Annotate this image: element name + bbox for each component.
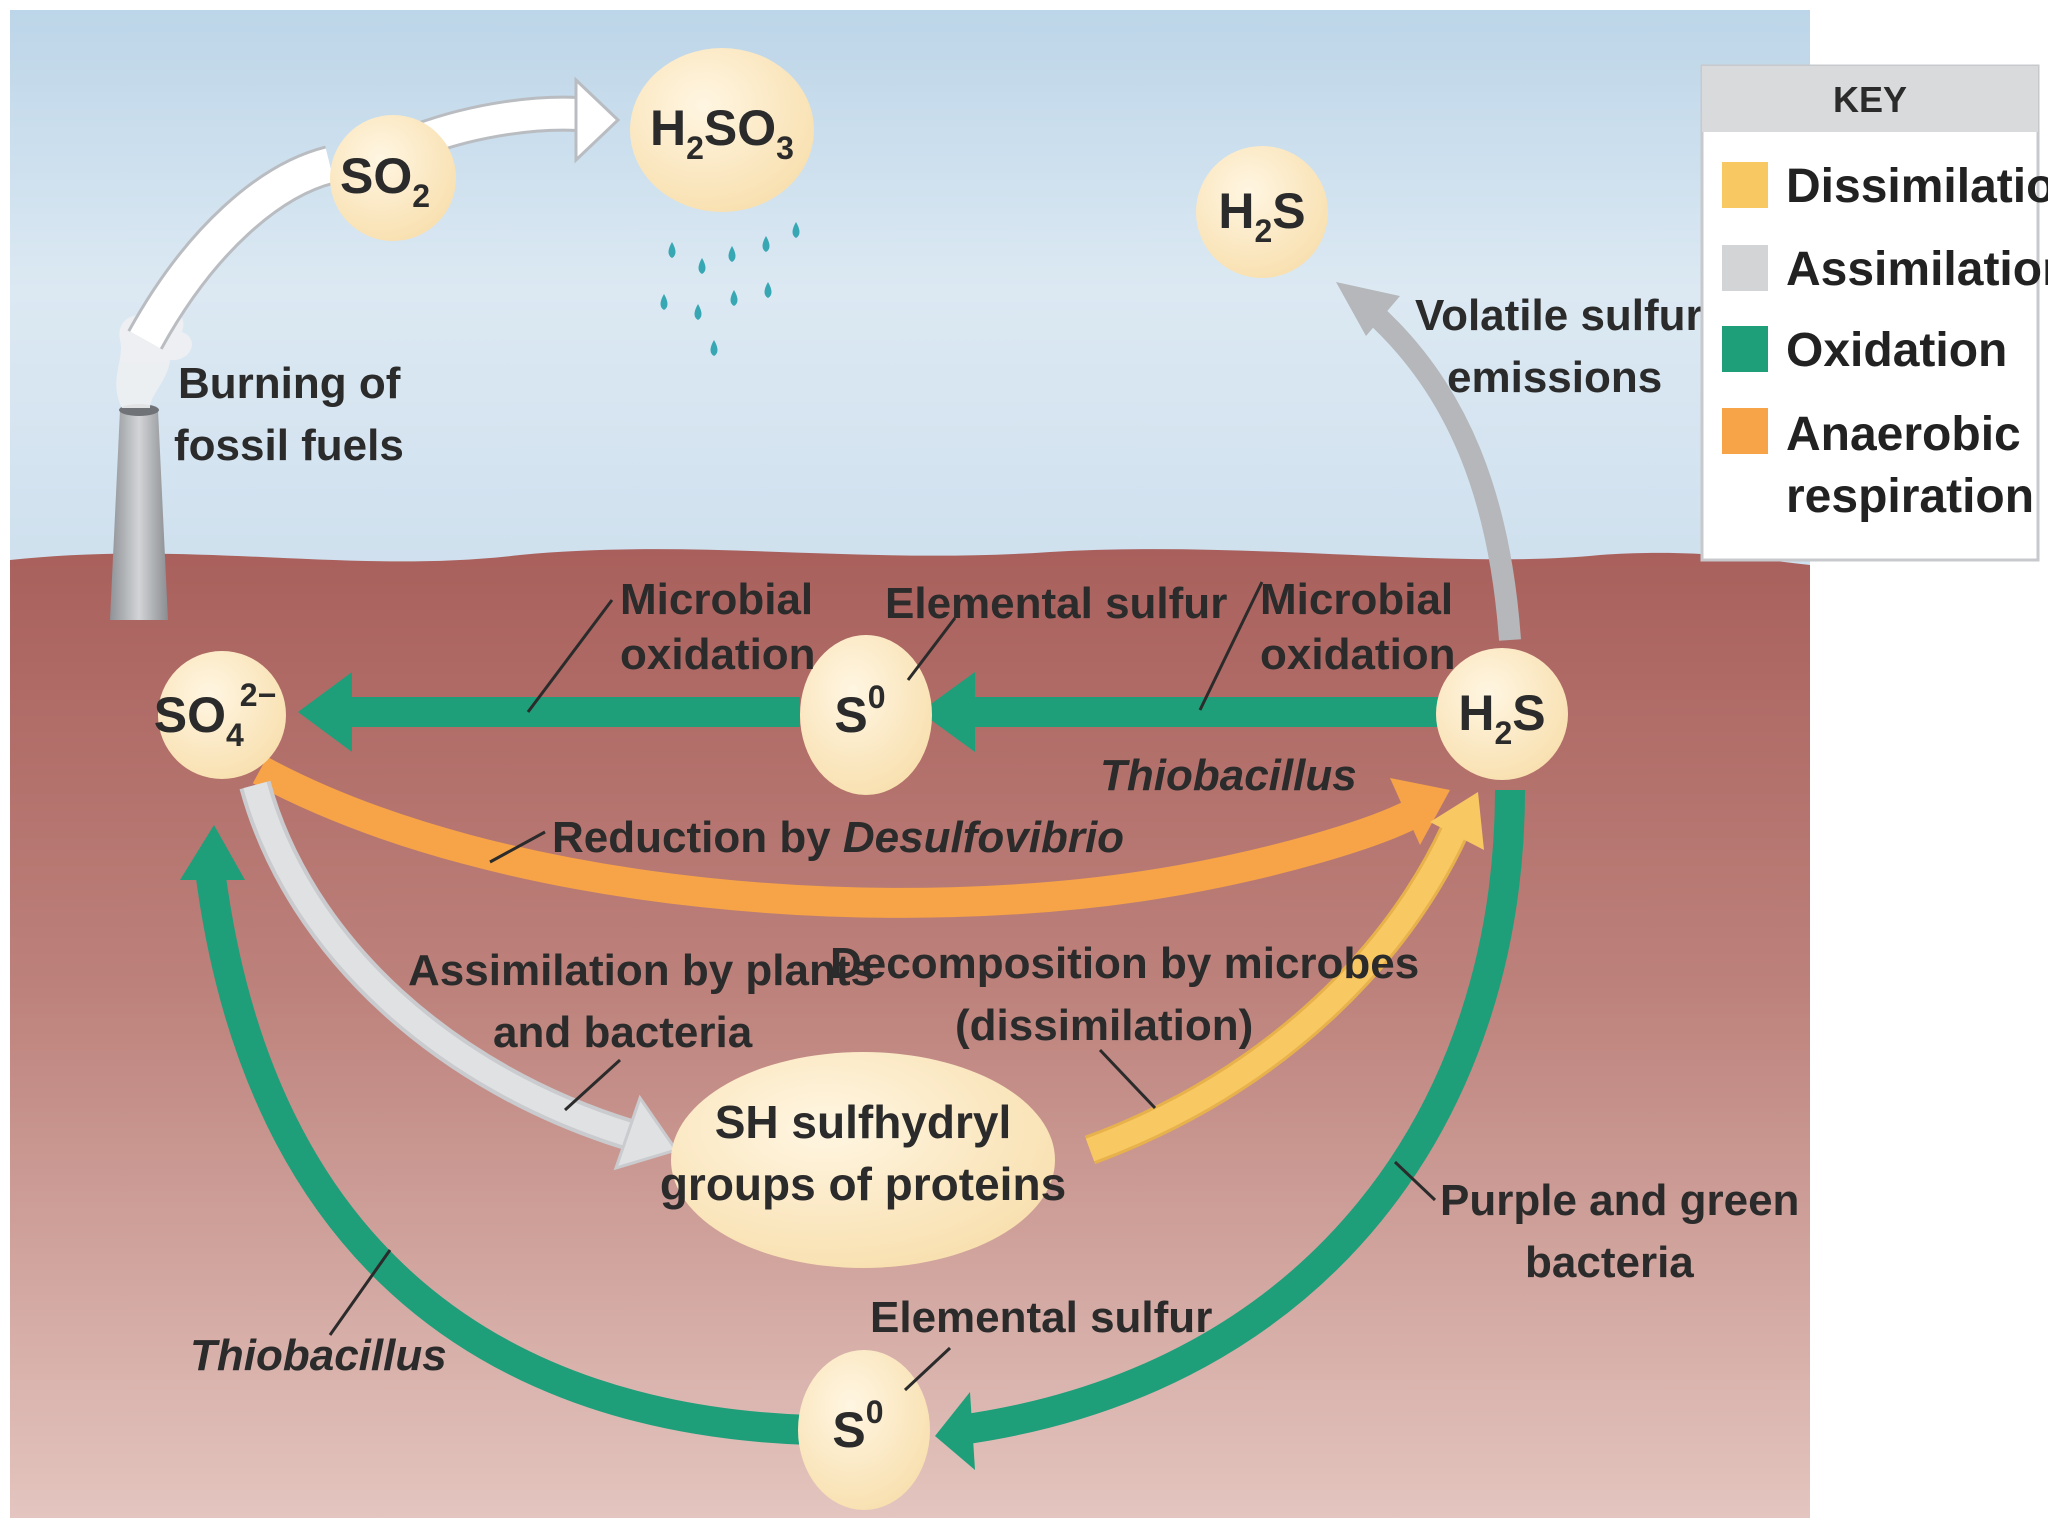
volatile-emissions-arrowhead: [1336, 282, 1400, 336]
svg-text:Microbial: Microbial: [1260, 575, 1453, 624]
legend-label-respiration: respiration: [1786, 470, 2034, 523]
thiobacillus-top-label: Thiobacillus: [1100, 751, 1357, 800]
legend-title: KEY: [1833, 79, 1907, 120]
reduction-arrow: [252, 756, 1417, 918]
legend-swatch-assimilation: [1722, 245, 1768, 291]
assimilation-label: Assimilation by plants and bacteria: [408, 946, 875, 1057]
svg-text:Decomposition by microbes: Decomposition by microbes: [830, 939, 1419, 988]
oxidation-arrowhead-s0: [920, 672, 975, 752]
legend-label-assimilation: Assimilation: [1786, 243, 2048, 296]
sky-background: [10, 10, 1810, 570]
svg-text:H2S: H2S: [1218, 183, 1305, 249]
svg-text:bacteria: bacteria: [1525, 1238, 1694, 1287]
legend-swatch-anaerobic: [1722, 408, 1768, 454]
svg-text:Microbial: Microbial: [620, 575, 813, 624]
svg-text:SO42−: SO42−: [154, 677, 277, 753]
oxidation-arrowhead-so4: [298, 672, 352, 752]
thiobacillus-arrowhead: [180, 825, 245, 880]
svg-text:SO2: SO2: [340, 148, 430, 214]
so2-to-h2so3-arrowhead: [574, 76, 621, 164]
legend-swatch-dissimilation: [1722, 162, 1768, 208]
assimilation-arrowhead: [613, 1094, 679, 1171]
legend-label-dissimilation: Dissimilation: [1786, 160, 2048, 213]
purple-green-bacteria-label: Purple and green bacteria: [1440, 1176, 1799, 1287]
so2-node: SO2: [330, 115, 456, 241]
svg-text:H2S: H2S: [1458, 685, 1545, 751]
purple-green-arrowhead: [935, 1392, 975, 1470]
microbial-oxidation-right-label: Microbial oxidation: [1260, 575, 1456, 679]
soil-ground: [10, 549, 1810, 1518]
svg-text:SH sulfhydryl: SH sulfhydryl: [715, 1096, 1012, 1148]
sh-sulfhydryl-node: SH sulfhydryl groups of proteins: [660, 1052, 1066, 1268]
legend-swatch-oxidation: [1722, 326, 1768, 372]
legend-key: KEY Dissimilation Assimilation Oxidation…: [1700, 64, 2048, 562]
reduction-label: Reduction by Desulfovibrio: [552, 813, 1124, 862]
h2so3-node: H2SO3: [630, 48, 814, 212]
svg-text:Volatile sulfur: Volatile sulfur: [1415, 291, 1703, 340]
svg-text:S0: S0: [832, 1394, 883, 1458]
so4-node: SO42−: [154, 651, 286, 779]
svg-text:and bacteria: and bacteria: [493, 1008, 753, 1057]
svg-text:oxidation: oxidation: [620, 630, 816, 679]
svg-text:fossil fuels: fossil fuels: [174, 421, 404, 470]
h2s-soil-node: H2S: [1436, 648, 1568, 780]
svg-text:groups of proteins: groups of proteins: [660, 1158, 1066, 1210]
svg-text:(dissimilation): (dissimilation): [955, 1001, 1253, 1050]
svg-text:Assimilation by plants: Assimilation by plants: [408, 946, 875, 995]
svg-text:S0: S0: [834, 679, 885, 743]
svg-text:oxidation: oxidation: [1260, 630, 1456, 679]
s0-top-node: S0: [800, 635, 932, 795]
svg-text:H2SO3: H2SO3: [650, 100, 794, 166]
legend-label-anaerobic: Anaerobic: [1786, 408, 2021, 461]
leader-lines: [328, 581, 1437, 1392]
svg-text:Purple and green: Purple and green: [1440, 1176, 1799, 1225]
volatile-sulfur-emissions-label: Volatile sulfur emissions: [1415, 291, 1703, 402]
dissimilation-arrowhead: [1430, 792, 1484, 850]
burning-fossil-fuels-label: Burning of fossil fuels: [174, 359, 404, 470]
acid-rain-drops: [660, 222, 800, 356]
decomposition-label: Decomposition by microbes (dissimilation…: [830, 939, 1419, 1050]
svg-text:Burning of: Burning of: [178, 359, 401, 408]
thiobacillus-bottom-label: Thiobacillus: [190, 1331, 447, 1380]
microbial-oxidation-left-label: Microbial oxidation: [620, 575, 816, 679]
svg-text:emissions: emissions: [1447, 353, 1662, 402]
h2s-atmosphere-node: H2S: [1196, 146, 1328, 278]
elemental-sulfur-bottom-label: Elemental sulfur: [870, 1293, 1212, 1342]
reduction-arrowhead: [1390, 778, 1450, 845]
purple-green-bacteria-arrow: [957, 789, 1525, 1445]
thiobacillus-arrow: [195, 868, 811, 1445]
volatile-emissions-arrow: [1362, 301, 1521, 641]
elemental-sulfur-top-label: Elemental sulfur: [885, 579, 1227, 628]
legend-label-oxidation: Oxidation: [1786, 324, 2007, 377]
s0-bottom-node: S0: [798, 1350, 930, 1510]
